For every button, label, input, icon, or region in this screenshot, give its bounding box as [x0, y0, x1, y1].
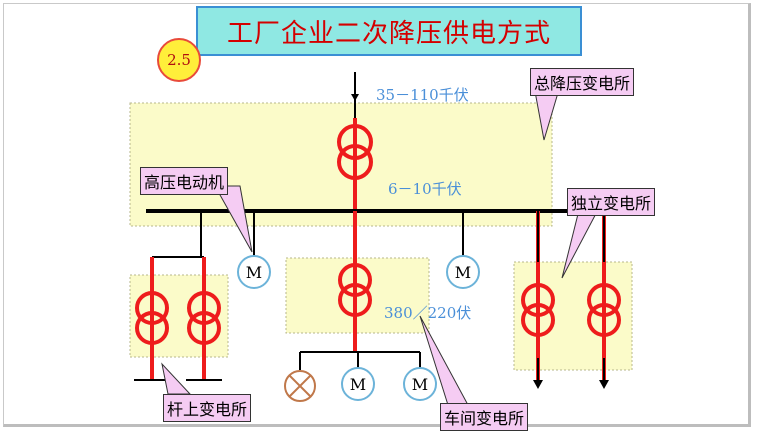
slide-border [3, 3, 751, 427]
hv-motor-left-label: M [246, 263, 262, 282]
lv-motor-2-icon: M [403, 367, 437, 401]
voltage-high-label: 35－110千伏 [376, 86, 469, 104]
outgoing-arrow-1-icon [533, 380, 543, 389]
independent-substation-callout: 独立变电所 [567, 188, 656, 216]
main-substation-zone [129, 102, 553, 227]
pole-transformer-2-icon [187, 291, 221, 345]
workshop-transformer-icon [338, 263, 372, 317]
hv-motor-right-label: M [455, 263, 471, 282]
hv-motor-left-icon: M [237, 255, 271, 289]
outgoing-arrow-2-icon [599, 380, 609, 389]
independent-transformer-1-icon [521, 283, 555, 337]
hv-motor-callout: 高压电动机 [140, 167, 229, 195]
main-transformer-icon [337, 124, 373, 180]
pole-transformer-1-icon [135, 291, 169, 345]
main-substation-callout: 总降压变电所 [530, 68, 635, 96]
section-badge: 2.5 [157, 38, 201, 82]
slide-title: 工厂企业二次降压供电方式 [196, 6, 582, 56]
hv-motor-right-icon: M [446, 255, 480, 289]
lv-motor-1-icon: M [341, 367, 375, 401]
voltage-mid-label: 6－10千伏 [388, 180, 462, 198]
pole-substation-callout: 杆上变电所 [163, 394, 252, 422]
independent-transformer-2-icon [587, 283, 621, 337]
lamp-icon [284, 370, 316, 402]
independent-substation-zone [513, 261, 633, 371]
pole-pointer [161, 362, 192, 395]
lv-motor-1-label: M [350, 375, 366, 394]
workshop-substation-callout: 车间变电所 [440, 403, 529, 431]
pole-substation-branch [134, 211, 222, 381]
voltage-low-label: 380／220伏 [384, 304, 472, 322]
lv-motor-2-label: M [412, 375, 428, 394]
incoming-arrow-icon [351, 94, 359, 101]
